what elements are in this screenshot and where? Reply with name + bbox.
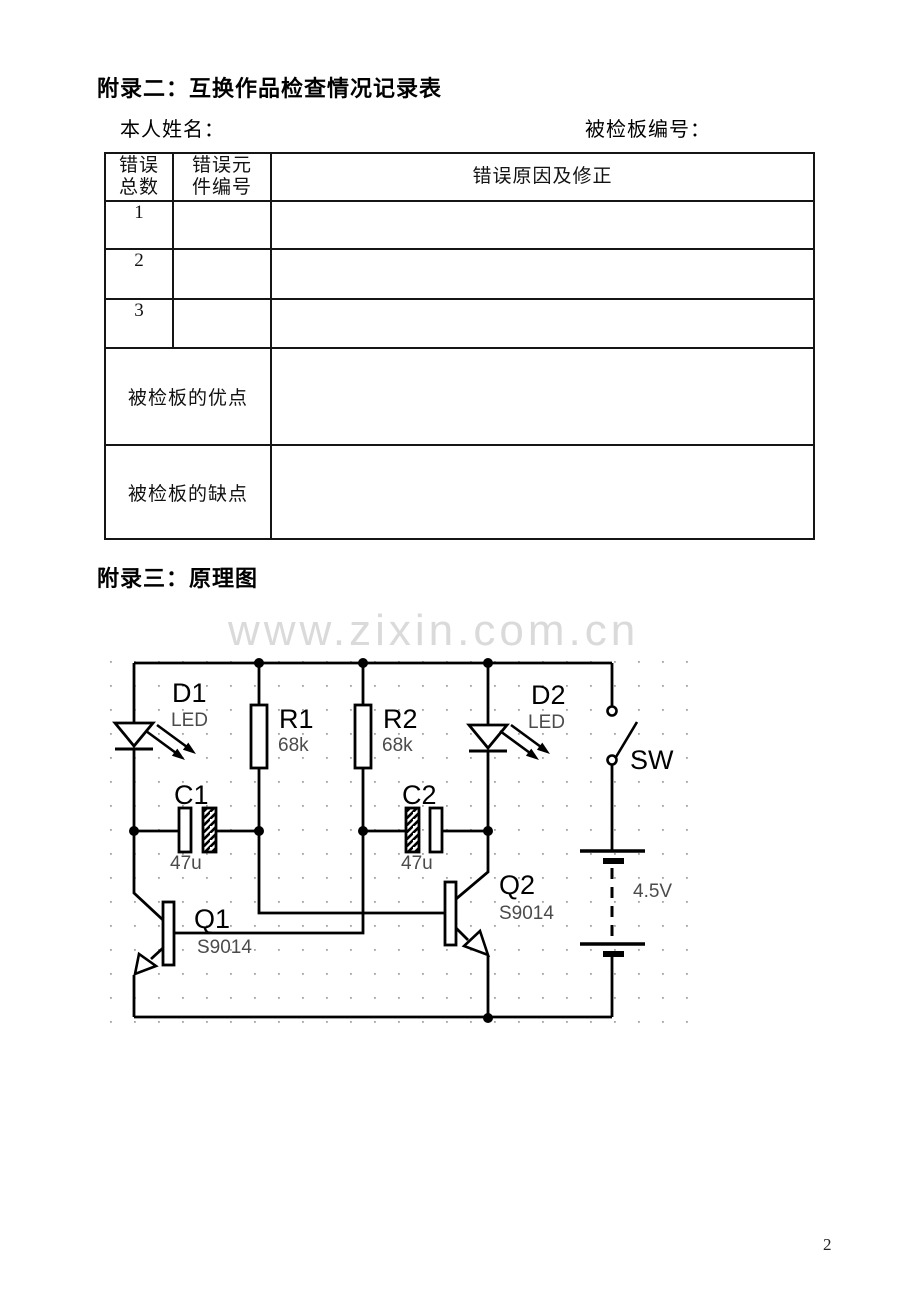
- d1-ref-label: D1: [172, 678, 207, 708]
- row-number: 2: [104, 248, 174, 300]
- header-error-count: 错误 总数: [104, 152, 174, 202]
- q1-collector-wire: [132, 831, 164, 922]
- pros-cell-empty: [270, 347, 815, 446]
- sw-ref-label: SW: [630, 745, 674, 775]
- q2-emitter-wire: [455, 927, 490, 1018]
- table-row-pros: 被检板的优点: [104, 347, 815, 446]
- q2-emitter-arrow: [461, 928, 491, 958]
- appendix2-title: 附录二：互换作品检查情况记录表: [97, 76, 443, 101]
- header-component-id: 错误元 件编号: [172, 152, 272, 202]
- junction-dots: [129, 658, 493, 1023]
- table-row: 1: [104, 200, 815, 250]
- page-number: 2: [823, 1235, 832, 1254]
- header-error-reason: 错误原因及修正: [270, 152, 815, 202]
- q2-part-label: S9014: [499, 903, 554, 924]
- component-id-cell-empty: [172, 248, 272, 300]
- watermark-text: www.zixin.com.cn: [228, 606, 640, 655]
- pros-label-cell: 被检板的优点: [104, 347, 272, 446]
- reason-cell-empty: [270, 200, 815, 250]
- r1-value-label: 68k: [278, 735, 309, 756]
- appendix3-title: 附录三：原理图: [97, 566, 259, 591]
- q2-ref-label: Q2: [499, 870, 535, 900]
- d1-light-arrows: [145, 723, 196, 760]
- resistor-r2-symbol: [353, 703, 373, 770]
- component-id-cell-empty: [172, 200, 272, 250]
- d2-type-label: LED: [528, 712, 565, 733]
- battery-symbol: [580, 849, 645, 957]
- q1-ref-label: Q1: [194, 904, 230, 934]
- cons-label-cell: 被检板的缺点: [104, 444, 272, 540]
- q1-emitter-arrow: [133, 951, 159, 977]
- d2-light-arrows: [499, 723, 550, 760]
- d2-ref-label: D2: [531, 680, 566, 710]
- c2-value-label: 47u: [401, 853, 433, 874]
- q2-base-wire: [257, 831, 445, 915]
- c1-ref-label: C1: [174, 780, 209, 810]
- table-header-row: 错误 总数 错误元 件编号 错误原因及修正: [104, 152, 815, 202]
- my-name-label: 本人姓名：: [120, 119, 225, 141]
- reason-cell-empty: [270, 248, 815, 300]
- transistor-q2-symbol: [443, 880, 491, 958]
- switch-sw-symbol: [606, 705, 639, 766]
- battery-voltage-label: 4.5V: [633, 881, 672, 902]
- transistor-q1-symbol: [133, 900, 176, 977]
- cons-cell-empty: [270, 444, 815, 540]
- r2-ref-label: R2: [383, 704, 418, 734]
- component-id-cell-empty: [172, 298, 272, 349]
- reason-cell-empty: [270, 298, 815, 349]
- c2-ref-label: C2: [402, 780, 437, 810]
- q2-collector-wire: [455, 751, 490, 901]
- led-d2-symbol: [466, 723, 550, 760]
- r1-ref-label: R1: [279, 704, 314, 734]
- table-row: 2: [104, 248, 815, 300]
- q1-emitter-wire: [132, 946, 164, 1017]
- q1-base-wire: [174, 831, 365, 935]
- r2-value-label: 68k: [382, 735, 413, 756]
- led-d1-symbol: [112, 721, 196, 760]
- q1-part-label: S9014: [197, 937, 252, 958]
- switch-blade: [614, 721, 639, 758]
- table-row: 3: [104, 298, 815, 349]
- resistor-r1-symbol: [249, 703, 269, 770]
- record-table: 错误 总数 错误元 件编号 错误原因及修正 1 2 3: [104, 152, 815, 540]
- table-row-cons: 被检板的缺点: [104, 444, 815, 540]
- row-number: 3: [104, 298, 174, 349]
- row-number: 1: [104, 200, 174, 250]
- board-id-label: 被检板编号：: [585, 119, 711, 141]
- capacitor-c1-symbol: [177, 806, 218, 854]
- c1-value-label: 47u: [170, 853, 202, 874]
- d1-type-label: LED: [171, 710, 208, 731]
- wires: [132, 661, 614, 1019]
- capacitor-c2-symbol: [404, 806, 444, 854]
